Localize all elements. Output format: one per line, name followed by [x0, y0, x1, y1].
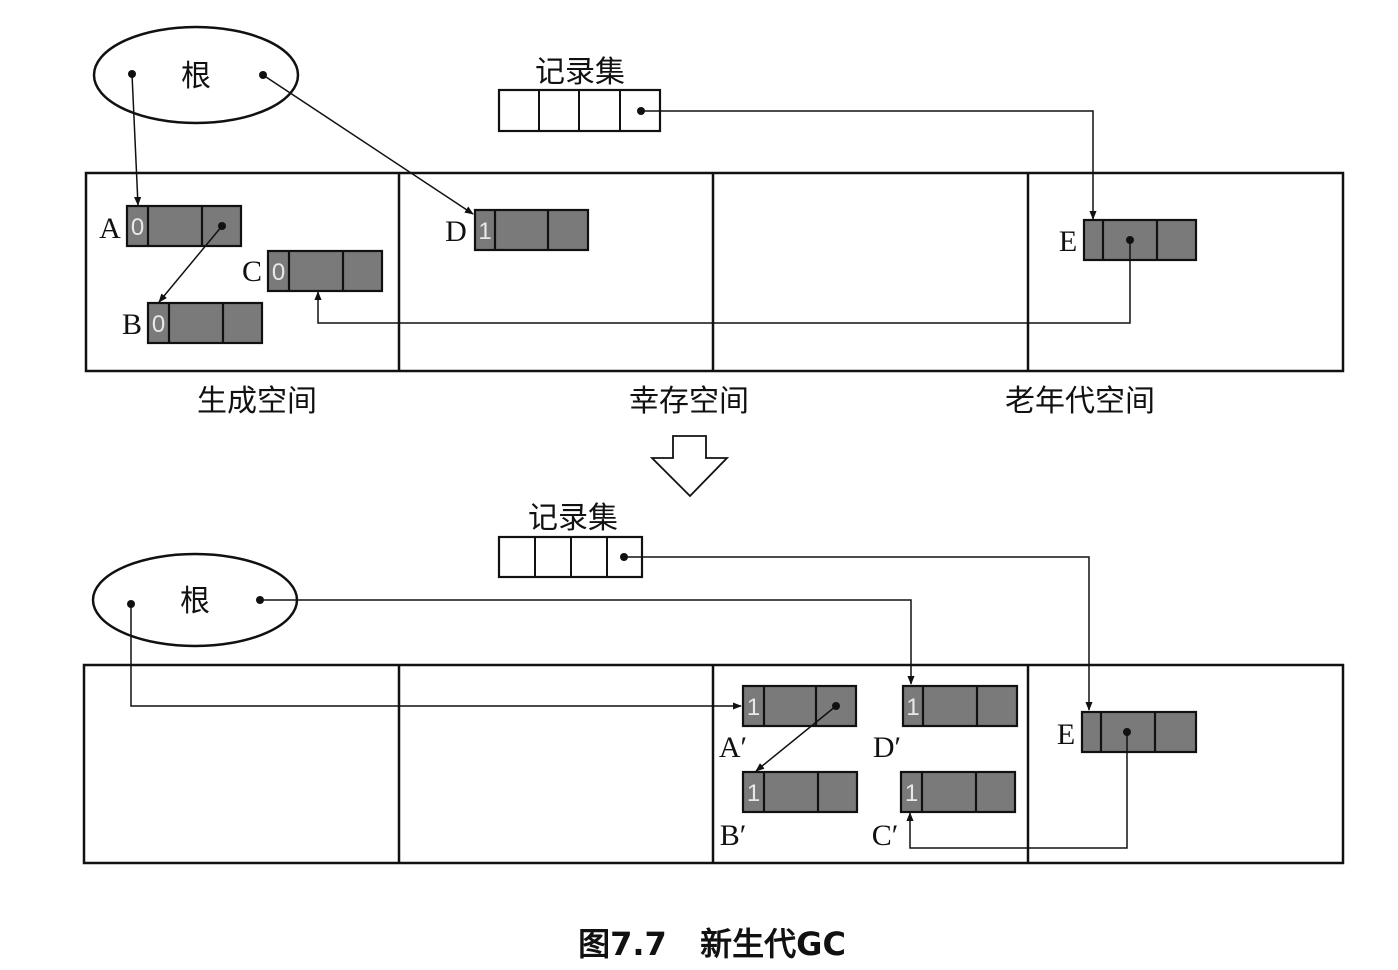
- remembered-set-before: 记录集: [497, 55, 662, 133]
- object-b-prime-name: B′: [720, 819, 747, 852]
- before-panel: 根 记录集 A 0: [84, 25, 1345, 419]
- root-to-d-arrow: [262, 74, 474, 215]
- remembered-set-label: 记录集: [535, 55, 625, 90]
- heap-after: [82, 663, 1345, 865]
- object-a-name: A: [99, 212, 121, 245]
- object-a: A 0: [99, 204, 243, 248]
- remembered-set-to-e-arrow: [641, 110, 1097, 220]
- object-a-prime-age: 1: [747, 694, 760, 721]
- root-label-after: 根: [180, 584, 210, 619]
- remembered-set-after: 记录集: [497, 501, 644, 579]
- root-to-a-arrow: [131, 73, 142, 206]
- e-to-c-prime-arrow: [906, 732, 1128, 849]
- object-d-prime: 1 D′: [873, 684, 1019, 764]
- object-b: B 0: [122, 301, 264, 345]
- object-e-before: E: [1059, 218, 1198, 262]
- object-e-name-after: E: [1057, 718, 1075, 751]
- remembered-set-to-e-arrow-after: [624, 556, 1093, 711]
- down-arrow-icon: [649, 435, 730, 498]
- references-before: [131, 73, 1131, 324]
- root-node-before: 根: [92, 25, 300, 125]
- object-c-prime-name: C′: [872, 819, 899, 852]
- survivor-space-label: 幸存空间: [629, 384, 749, 419]
- object-e-after: E: [1057, 710, 1198, 754]
- old-space-label: 老年代空间: [1005, 384, 1155, 419]
- object-c-prime: 1 C′: [872, 770, 1017, 852]
- object-c: C 0: [242, 249, 384, 293]
- object-c-prime-age: 1: [905, 780, 918, 807]
- root-label: 根: [181, 59, 211, 94]
- object-d-age: 1: [478, 218, 491, 245]
- object-e-name: E: [1059, 225, 1077, 258]
- object-d-prime-age: 1: [906, 694, 919, 721]
- figure-caption: 图7.7 新生代GC: [578, 925, 846, 963]
- e-to-c-arrow: [314, 240, 1131, 324]
- root-to-a-prime-arrow: [130, 604, 742, 710]
- object-d-name: D: [445, 215, 467, 248]
- after-panel: 记录集 根 1 A′: [82, 501, 1345, 865]
- object-a-prime: 1 A′: [719, 684, 858, 764]
- root-to-d-prime-arrow: [260, 599, 915, 685]
- object-b-age: 0: [152, 311, 165, 338]
- root-node-after: 根: [91, 552, 299, 648]
- object-b-prime-age: 1: [747, 780, 760, 807]
- a-to-b-arrow: [158, 225, 223, 303]
- object-b-name: B: [122, 308, 142, 341]
- object-d: D 1: [445, 208, 590, 252]
- object-a-age: 0: [131, 214, 144, 241]
- a-prime-to-b-prime-arrow: [755, 705, 837, 772]
- references-after: [130, 556, 1128, 849]
- object-c-name: C: [242, 255, 262, 288]
- new-space-label: 生成空间: [197, 384, 317, 419]
- object-d-prime-name: D′: [873, 731, 901, 764]
- heap-before: [84, 171, 1345, 373]
- object-a-prime-name: A′: [719, 731, 747, 764]
- object-c-age: 0: [272, 259, 285, 286]
- remembered-set-label-after: 记录集: [528, 501, 618, 536]
- object-b-prime: 1 B′: [720, 770, 859, 852]
